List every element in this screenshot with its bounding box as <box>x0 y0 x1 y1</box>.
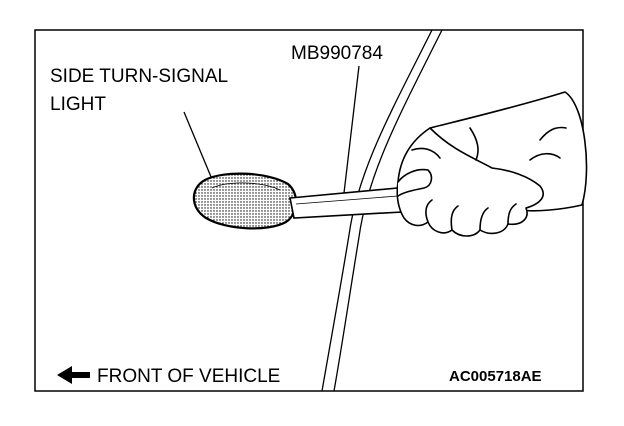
light-label-line1: SIDE TURN-SIGNAL <box>50 66 229 87</box>
direction-label: FRONT OF VEHICLE <box>97 366 281 387</box>
tool-mb990784 <box>289 187 403 219</box>
light-label-line2: LIGHT <box>50 94 106 115</box>
side-turn-signal-light <box>192 172 298 230</box>
arrow-left-icon <box>57 366 90 384</box>
fender-edge-line <box>321 30 433 391</box>
tool-label: MB990784 <box>291 43 383 64</box>
hand <box>396 91 588 237</box>
fender-edge-line-inner <box>333 30 443 391</box>
figure-frame <box>34 29 584 392</box>
tool-leader-line <box>343 65 360 194</box>
light-leader-line <box>183 111 215 185</box>
figure-id: AC005718AE <box>449 368 542 385</box>
